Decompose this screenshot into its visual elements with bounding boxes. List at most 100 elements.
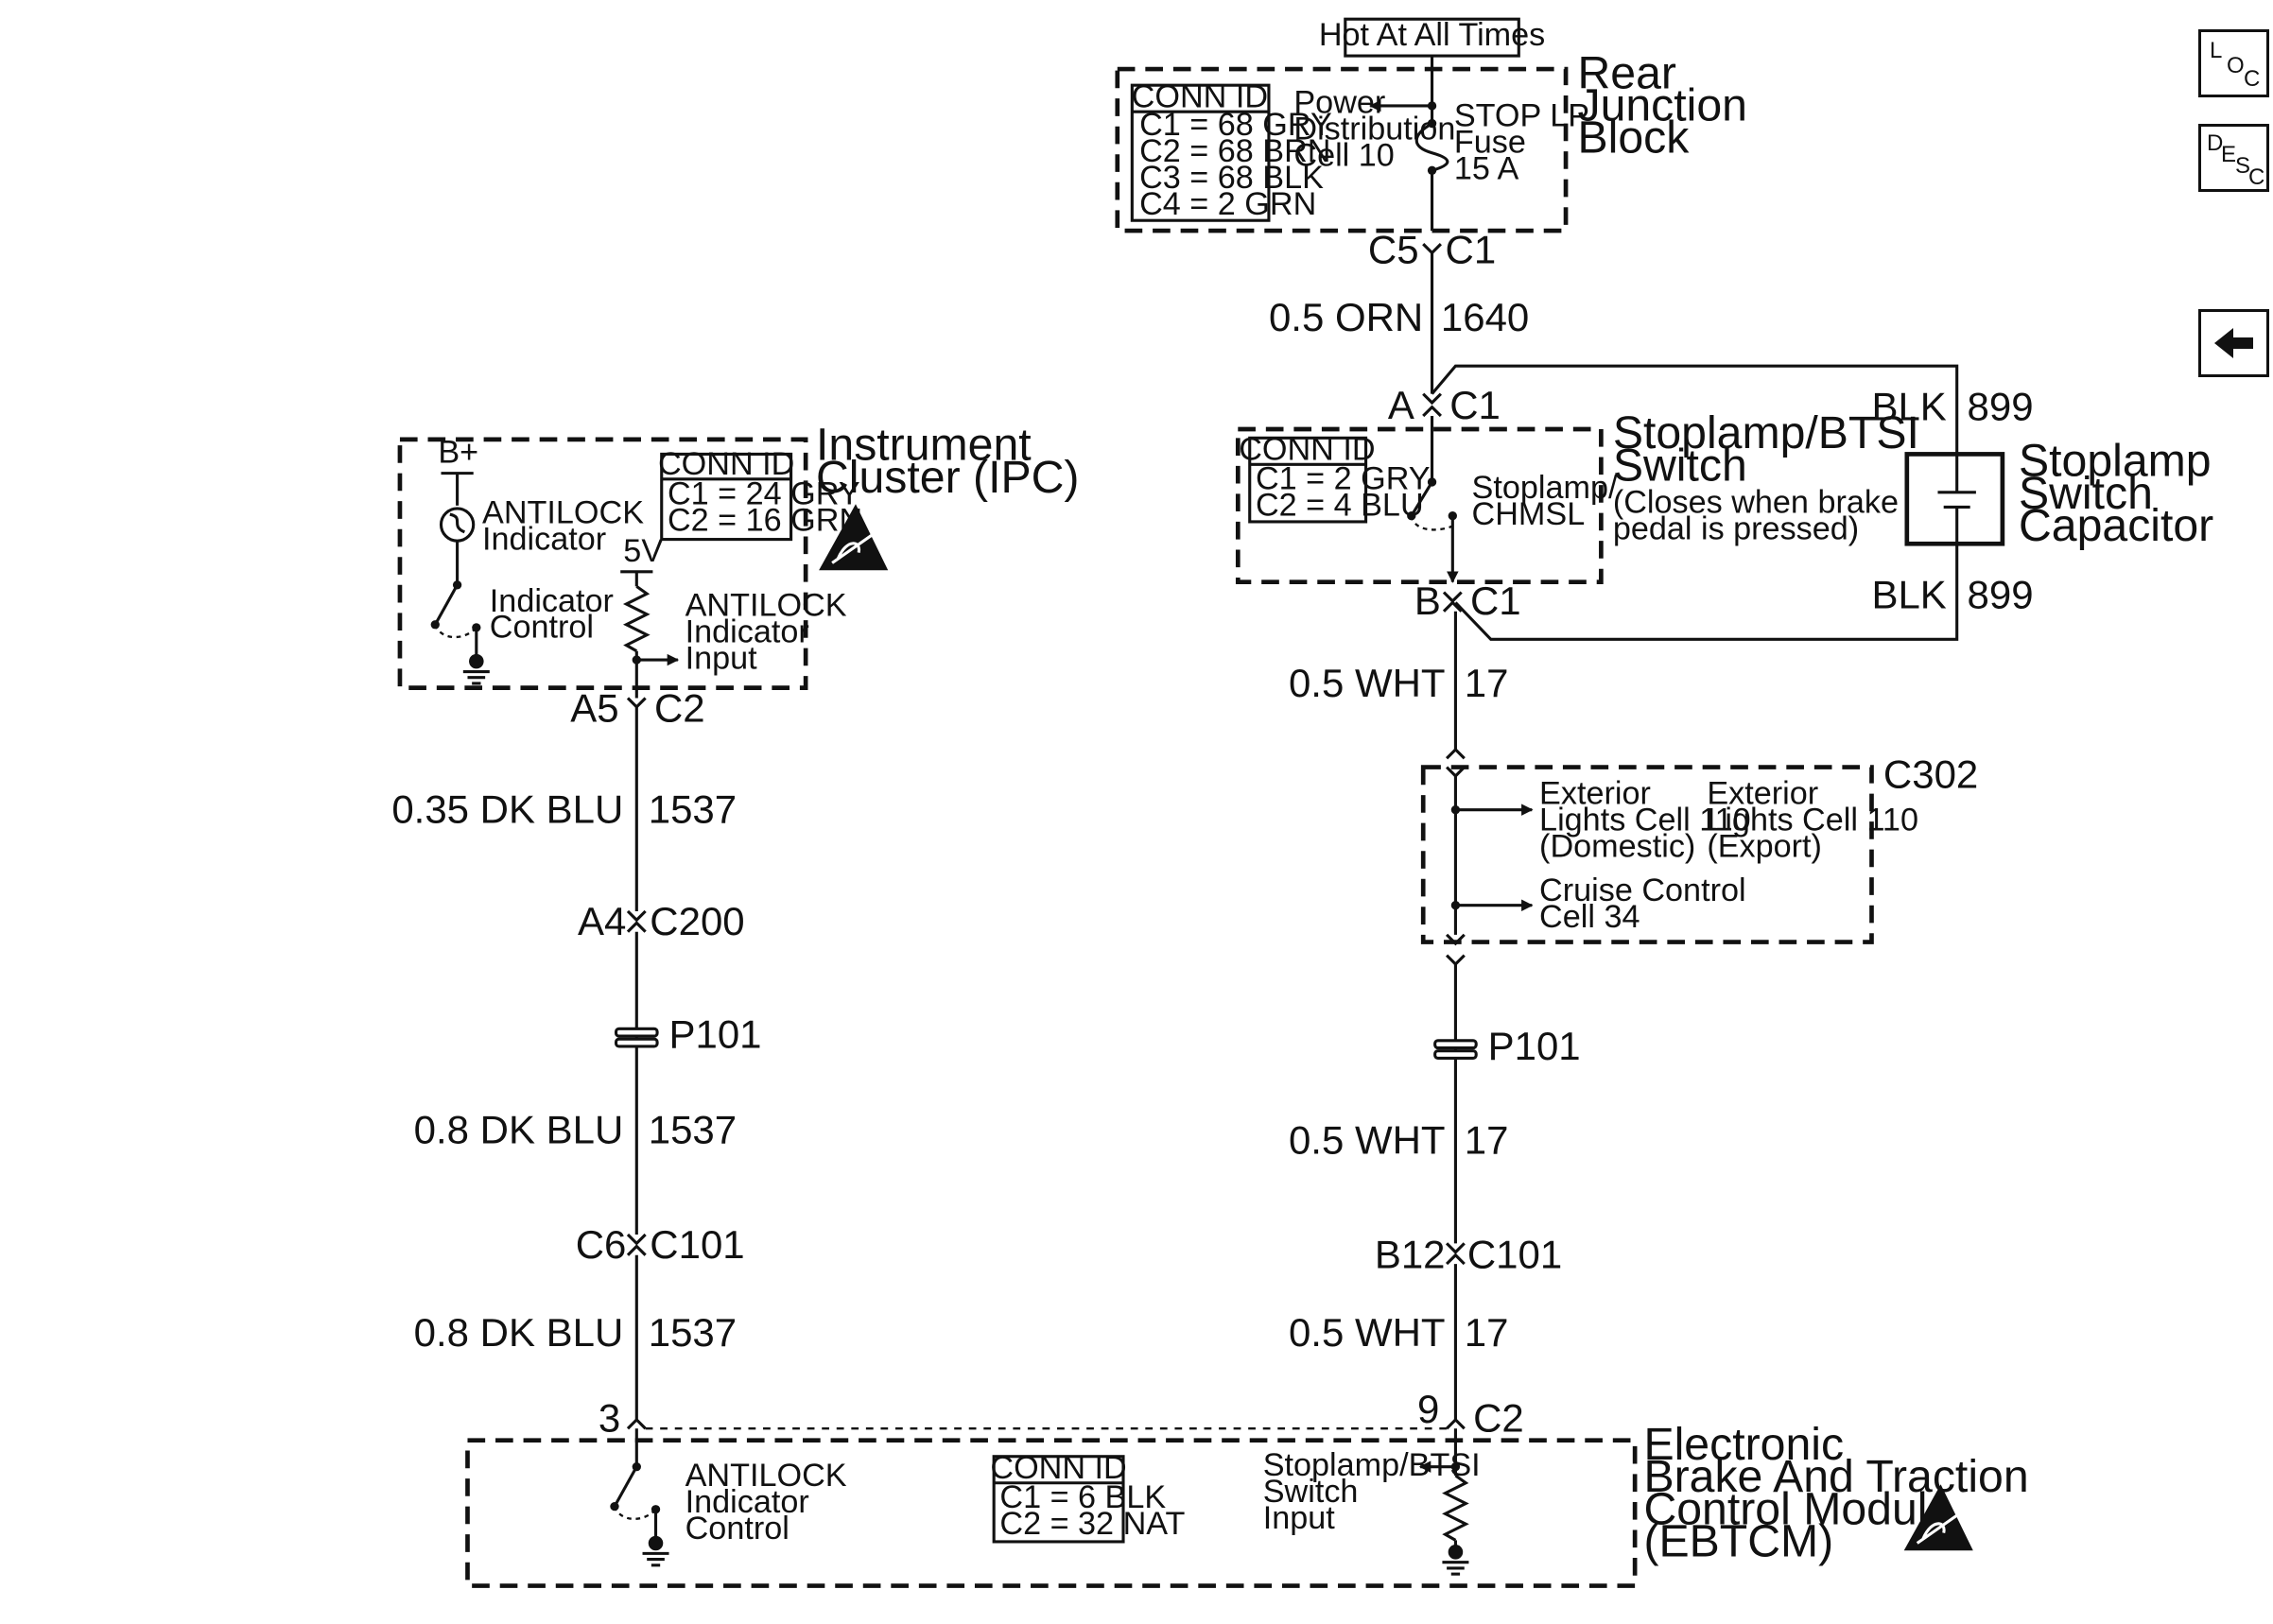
ipc-conn-row: C2 = 16 GRN (668, 502, 862, 538)
esd-warning-icon (819, 504, 889, 571)
rjb-conn-id-table (1130, 83, 1271, 222)
five-volt-label: 5V (623, 533, 663, 569)
back-button[interactable] (2198, 309, 2269, 377)
ipc-conn-row: C1 = 24 GRY (668, 475, 860, 511)
switch-conn-id-title: CONN ID (1239, 432, 1375, 468)
rear-junction-block-name: Block (1577, 112, 1690, 164)
stoplamp-switch-capacitor: BLK 899 BLK 899 Stoplamp Switch Capacito… (1431, 364, 2213, 641)
connector-symbol (626, 1233, 647, 1256)
rear-junction-block-name: Rear (1577, 47, 1675, 98)
rjb-conn-row: C3 = 68 BLK (1139, 160, 1324, 196)
switch-top-conn: C1 (1449, 383, 1501, 427)
location-button[interactable]: L O C (2198, 29, 2269, 97)
capacitor-wire-color: BLK (1871, 573, 1946, 617)
wire-circuit-number: 17 (1465, 1310, 1509, 1355)
wire-gauge-color: 0.8 DK BLU (414, 1108, 624, 1152)
stoplamp-switch-note: pedal is pressed) (1613, 511, 1859, 547)
splice-branch-label: Cell 34 (1539, 899, 1640, 935)
wire-gauge-color: 0.5 ORN (1269, 295, 1423, 339)
wire-gauge-color: 0.35 DK BLU (391, 787, 623, 832)
passthrough-grommet-icon (1433, 1039, 1478, 1060)
esd-warning-icon (1903, 1484, 1973, 1551)
connector-symbol (1422, 392, 1442, 418)
splice-branch-label: (Export) (1707, 828, 1822, 864)
splice-branch-label: (Domestic) (1539, 828, 1695, 864)
ebtcm-switch-input-label: Input (1263, 1500, 1336, 1536)
switch-contact-icon (1410, 481, 1433, 517)
c302-splice-pack: Exterior Lights Cell 110 (Domestic) Exte… (1420, 752, 1978, 946)
switch-contact-icon (433, 584, 459, 626)
wire-circuit-number: 1640 (1441, 295, 1529, 339)
inline-connector-id: C101 (650, 1222, 744, 1267)
loc-letter: L (2210, 38, 2223, 63)
connector-symbol (1422, 242, 1442, 255)
antilock-indicator-label: ANTILOCK (482, 494, 644, 530)
desc-letter: D (2207, 130, 2224, 156)
power-distribution-label: Distribution (1293, 112, 1455, 147)
ebtcm-right-conn: C2 (1473, 1395, 1524, 1440)
stoplamp-switch-note: (Closes when brake (1613, 485, 1899, 521)
capacitor-wire-color: BLK (1871, 385, 1946, 429)
indicator-control-label: Indicator (490, 583, 614, 619)
switch-conn-row: C2 = 4 BLU (1256, 488, 1424, 524)
capacitor-wire-circuit: 899 (1968, 573, 2034, 617)
ebtcm-conn-row: C1 = 6 BLK (999, 1479, 1166, 1515)
ipc-conn-id-table (660, 452, 793, 542)
connector-symbol (626, 1417, 647, 1430)
fuse-label: STOP LP (1454, 98, 1589, 134)
description-button[interactable]: D E S C (2198, 124, 2269, 192)
rjb-connector-pin: C5 (1368, 227, 1419, 271)
resistor-icon (622, 585, 651, 653)
antilock-indicator-label: Indicator (482, 521, 606, 557)
rjb-conn-row: C1 = 68 GRY (1139, 107, 1332, 143)
wire-circuit-number: 1537 (649, 1310, 737, 1355)
antilock-input-label: Input (685, 640, 758, 676)
rjb-conn-row: C4 = 2 GRN (1139, 186, 1316, 222)
connector-symbol (626, 697, 647, 710)
wire-1640: 0.5 ORN 1640 (1269, 252, 1529, 394)
ebtcm-name: (EBTCM) (1643, 1515, 1833, 1566)
ebtcm-conn-id-title: CONN ID (990, 1450, 1126, 1486)
switch-conn-id-table (1248, 436, 1368, 524)
capacitor-wire-circuit: 899 (1968, 385, 2034, 429)
inline-connector-pin: B12 (1375, 1233, 1446, 1277)
switch-bottom-conn: C1 (1470, 579, 1521, 623)
inline-connector-pin: C6 (576, 1222, 627, 1267)
c302-name: C302 (1883, 752, 1978, 796)
splice-branch-label: Exterior (1539, 775, 1651, 811)
ebtcm-antilock-control-label: Control (685, 1511, 789, 1546)
wire-circuit-number: 17 (1465, 1117, 1509, 1162)
ipc-name: Instrument (816, 420, 1032, 471)
splice-branch-label: Lights Cell 110 (1539, 802, 1751, 838)
ebtcm-name: Brake And Traction (1643, 1451, 2028, 1502)
ebtcm-right-pin: 9 (1417, 1387, 1439, 1431)
splice-branch-label: Lights Cell 110 (1707, 802, 1918, 838)
wire-gauge-color: 0.5 WHT (1289, 1117, 1446, 1162)
wire-gauge-color: 0.8 DK BLU (414, 1310, 624, 1355)
hot-at-all-times-label: Hot At All Times (1319, 17, 1545, 53)
capacitor-name: Capacitor (2019, 500, 2213, 551)
inline-connector-id: C200 (650, 899, 744, 943)
fuse-label: 15 A (1454, 151, 1519, 187)
capacitor-name: Switch (2019, 468, 2153, 519)
connector-symbol (1446, 1417, 1466, 1430)
splice-branch-label: Exterior (1707, 775, 1818, 811)
left-arrow-icon (2214, 328, 2253, 358)
ebtcm-conn-id-table (992, 1455, 1125, 1544)
rjb-conn-row: C2 = 68 BRN (1139, 133, 1330, 169)
switch-contact-label: CHMSL (1472, 496, 1586, 532)
wire-gauge-color: 0.5 WHT (1289, 661, 1446, 705)
connector-symbol (1446, 1242, 1466, 1266)
antilock-input-label: ANTILOCK (685, 587, 847, 623)
wire-circuit-number: 1537 (649, 1108, 737, 1152)
ebtcm-name: Control Module (1643, 1483, 1952, 1534)
connector-symbol (1442, 591, 1463, 613)
wire-circuit-number: 17 (1465, 661, 1509, 705)
inline-connector-id: C101 (1467, 1233, 1562, 1277)
rear-junction-block-outline (1115, 66, 1569, 233)
passthrough-label: P101 (669, 1012, 762, 1057)
wire-17: 0.5 WHT 17 Exterior Lights Cell 110 (Dom… (1289, 611, 1978, 1420)
fuse-icon (1414, 122, 1449, 172)
loc-letter: C (2244, 66, 2261, 92)
